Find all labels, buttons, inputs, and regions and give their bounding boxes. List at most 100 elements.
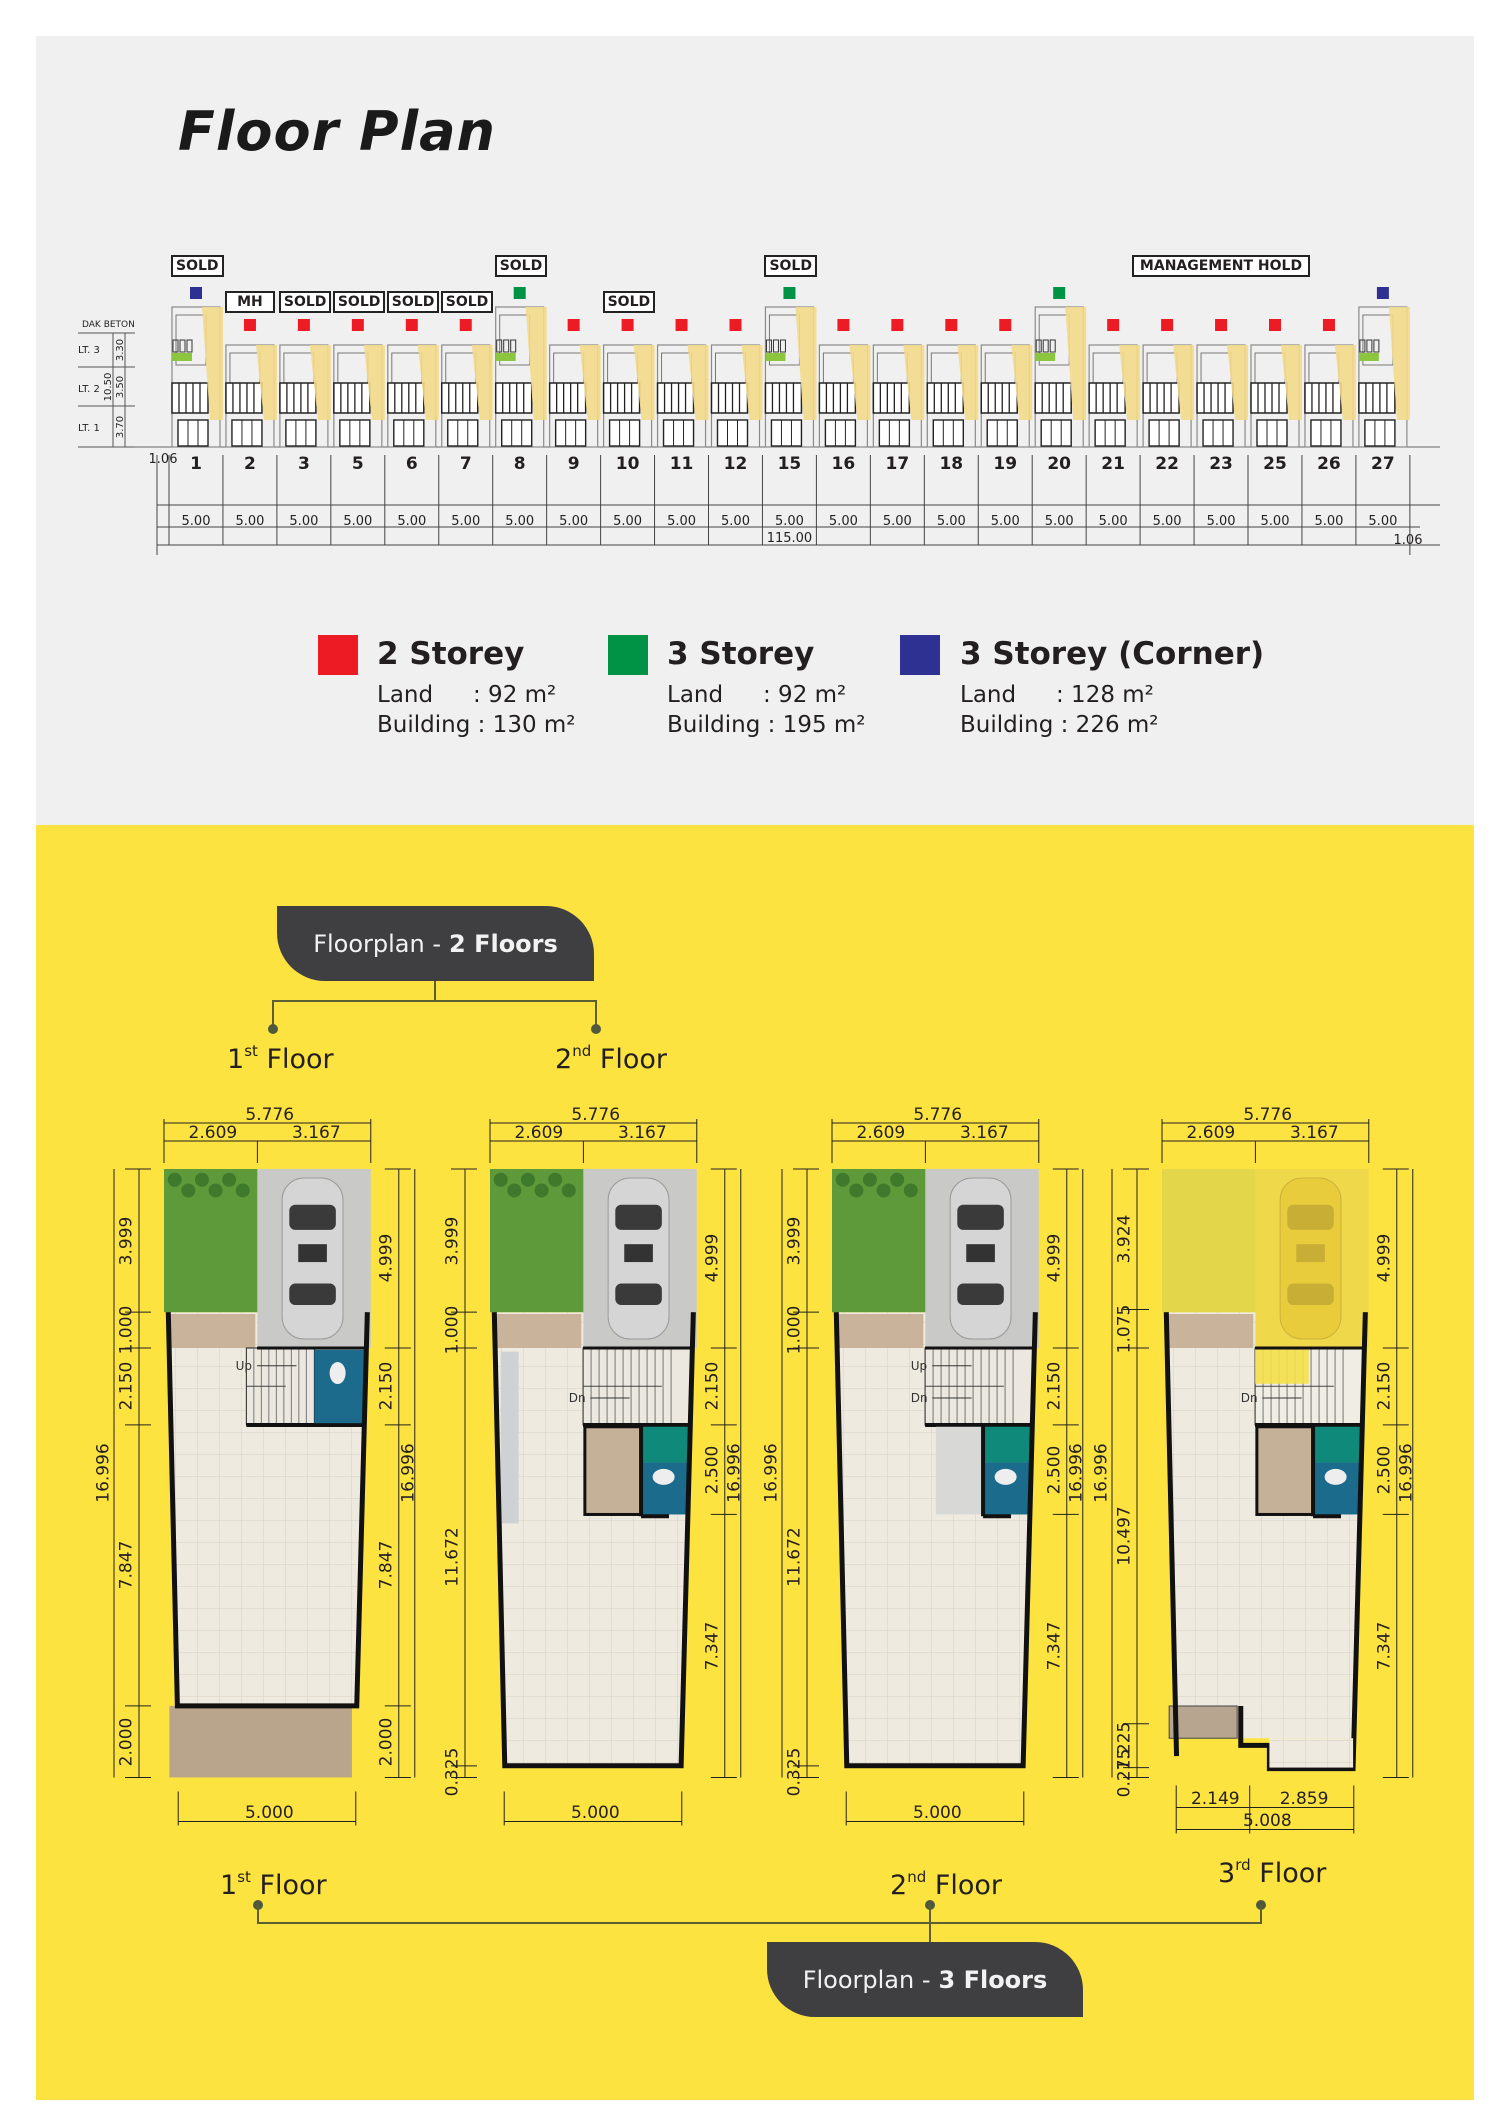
unit-number: 1	[190, 454, 202, 474]
floor-label-2f-2nd: 2nd Floor	[555, 1042, 667, 1075]
unit-type-marker-2storey	[405, 319, 418, 331]
unit-windows	[980, 382, 1018, 414]
toilet-icon	[652, 1468, 675, 1485]
unit-windows	[1196, 382, 1234, 414]
dim-top-part: 2.609	[514, 1123, 564, 1143]
floor-label-3f-2nd: 2nd Floor	[890, 1868, 1002, 1901]
tab-floorplan-3-floors: Floorplan -3 Floors	[767, 1942, 1083, 2017]
unit-door	[1040, 419, 1072, 447]
unit-type-marker-2storey	[621, 319, 634, 331]
unit-15	[761, 287, 817, 545]
unit-type-marker-2storey	[567, 319, 580, 331]
floorplan-drawing	[1111, 1119, 1414, 1834]
dim-top-total: 5.776	[913, 1105, 963, 1125]
porch	[837, 1313, 924, 1348]
unit-number: 7	[459, 454, 472, 474]
unit-door	[1202, 419, 1234, 447]
unit-width: 5.00	[343, 514, 373, 529]
page-title: Floor Plan	[178, 100, 496, 163]
balcony-rail	[1366, 339, 1373, 353]
unit-type-marker-2storey	[999, 319, 1012, 331]
height-total: 10.50	[103, 372, 114, 402]
unit-window-frame	[661, 352, 693, 384]
unit-door	[231, 419, 263, 447]
unit-type-marker-corner	[1376, 287, 1389, 299]
unit-width: 5.00	[289, 514, 319, 529]
dim-left-segment: 11.672	[784, 1527, 805, 1587]
unit-1	[168, 287, 223, 545]
shrub	[181, 1183, 196, 1198]
unit-window-frame	[1308, 352, 1340, 384]
dim-right-total: 16.996	[1066, 1443, 1087, 1503]
unit-11	[654, 319, 709, 545]
staircase	[582, 1347, 691, 1426]
unit-facade-fin	[633, 345, 655, 420]
unit-17	[869, 319, 925, 545]
total-length-dim: 115.00	[766, 531, 813, 546]
car	[607, 1177, 670, 1340]
legend-building: Building : 226 m²	[960, 712, 1159, 738]
status-badge: MH	[224, 291, 275, 313]
status-badge: SOLD	[332, 291, 386, 313]
dim-left-segment: 3.999	[784, 1216, 805, 1265]
unit-windows	[818, 382, 857, 414]
dim-right-total: 16.996	[724, 1443, 745, 1503]
dim-top-total: 5.776	[571, 1105, 621, 1125]
toilet-icon	[329, 1362, 346, 1385]
top-dimensions	[1161, 1119, 1370, 1163]
floorplan-drawing	[113, 1119, 416, 1826]
unit-balcony	[495, 353, 516, 361]
unit-number: 3	[297, 454, 310, 474]
connector-line	[1260, 1905, 1262, 1923]
shrub	[561, 1183, 576, 1198]
edge-right-dim: 1.06	[1393, 533, 1423, 548]
unit-windows	[926, 382, 965, 414]
dim-top-part: 3.167	[1290, 1123, 1339, 1143]
unit-width: 5.00	[1152, 514, 1182, 529]
unit-type-marker-2storey	[675, 319, 688, 331]
car-sunroof	[298, 1244, 327, 1263]
unit-window-frame	[984, 352, 1016, 384]
unit-door	[447, 419, 479, 447]
unit-windows	[872, 382, 911, 414]
unit-3	[276, 319, 331, 545]
unit-5	[330, 319, 385, 545]
connector-line	[272, 1000, 274, 1028]
outer-wall	[833, 1312, 1038, 1769]
unit-door	[824, 419, 857, 447]
unit-10	[600, 319, 655, 545]
dim-left-segment: 1.000	[442, 1305, 463, 1355]
status-badge: SOLD	[440, 291, 494, 313]
top-dimensions	[831, 1119, 1040, 1163]
status-badge: SOLD	[386, 291, 440, 313]
dim-top-part: 3.167	[292, 1123, 341, 1143]
dim-right-segment: 7.347	[702, 1621, 723, 1671]
balcony-rail	[510, 339, 517, 353]
unit-12	[708, 319, 763, 545]
unit-type-marker-2storey	[945, 319, 958, 331]
unit-facade-fin	[957, 345, 979, 420]
dim-right-segment: 4.999	[376, 1234, 397, 1283]
dim-right-segment: 7.347	[1374, 1621, 1395, 1671]
legend-title: 3 Storey	[667, 636, 815, 672]
dim-top-total: 5.776	[245, 1105, 295, 1125]
dim-right-total: 16.996	[1396, 1443, 1417, 1503]
unit-window-frame	[553, 352, 585, 384]
level-label-lt2: LT. 2	[78, 384, 100, 395]
unit-facade-fin	[471, 345, 493, 420]
dim-left-total: 16.996	[1091, 1443, 1112, 1503]
dim-right-segment: 4.999	[1044, 1234, 1065, 1283]
shrub	[222, 1172, 237, 1187]
shrub	[208, 1183, 223, 1198]
unit-door	[608, 419, 641, 447]
balcony-rail	[186, 339, 193, 353]
unit-6	[384, 319, 439, 545]
management-hold-badge: MANAGEMENT HOLD	[1132, 255, 1311, 277]
terrace	[169, 1705, 352, 1778]
unit-type-marker-3storey	[783, 287, 796, 299]
unit-door	[662, 419, 695, 447]
balcony-rail	[1373, 339, 1380, 353]
unit-windows	[1142, 382, 1180, 414]
unit-number: 10	[615, 454, 640, 474]
balcony-rail	[765, 339, 772, 353]
